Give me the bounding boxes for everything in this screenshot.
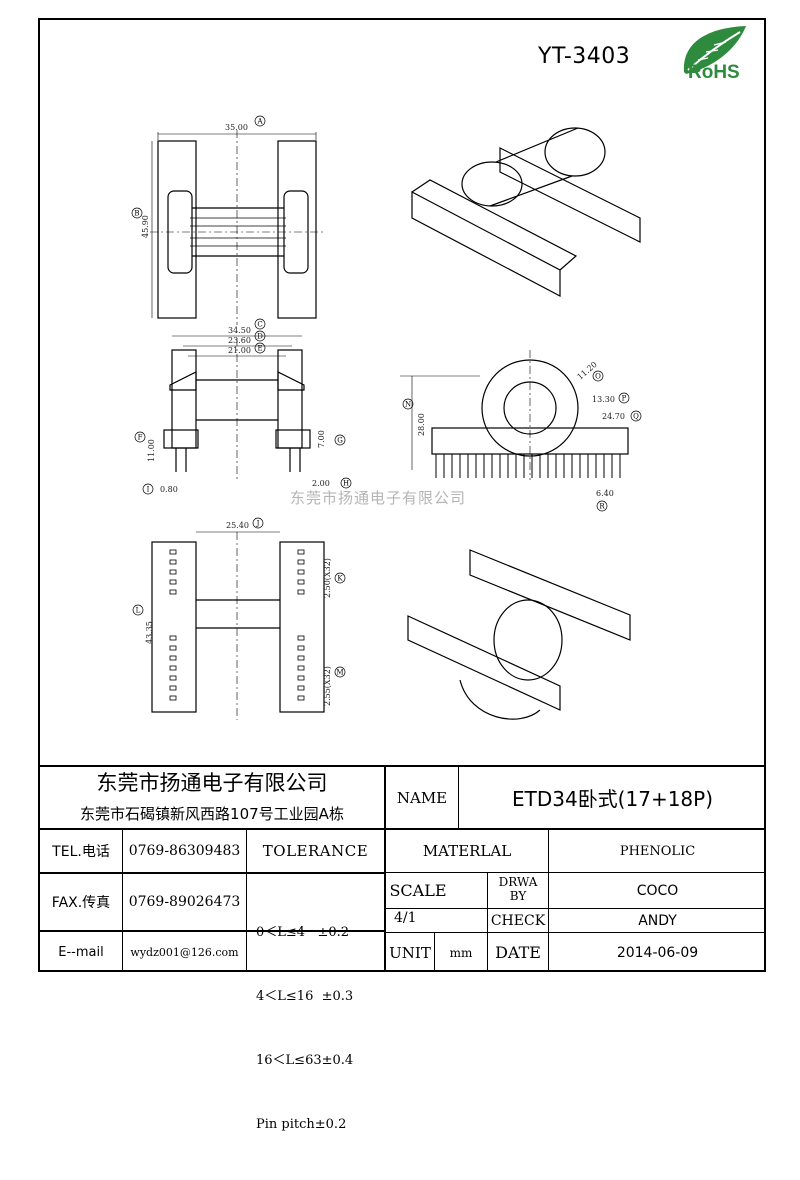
ref-r: R: [599, 503, 605, 511]
ref-i: I: [147, 486, 150, 494]
ref-e: E: [257, 345, 262, 353]
material-value: PHENOLIC: [619, 843, 696, 859]
ref-f: F: [138, 434, 143, 442]
tolerance-rows: 0＜L≤4 ±0.2 4＜L≤16 ±0.3 16＜L≤63±0.4 Pin p…: [256, 878, 353, 1180]
dim-p: 13.30: [592, 395, 615, 404]
date-value: 2014-06-09: [616, 944, 699, 961]
drawn-by-value: COCO: [636, 882, 679, 899]
pin-row-front: [435, 454, 621, 478]
dim-l: 43.35: [145, 621, 154, 644]
dim-q: 24.70: [602, 412, 625, 421]
drawn-by-label-line: DRWA: [498, 875, 538, 889]
fax-label: FAX.传真: [51, 895, 111, 911]
tolerance-row: 16＜L≤63±0.4: [256, 1053, 354, 1068]
dim-j: 25.40: [226, 521, 249, 530]
pin-pads-bottom: [169, 549, 305, 701]
dim-h: 2.00: [312, 479, 330, 488]
dim-m: 2.55(X32): [323, 666, 332, 706]
material-label: MATERLAL: [422, 842, 512, 860]
model-number: YT-3403: [538, 44, 631, 69]
check-value: ANDY: [638, 912, 677, 929]
tolerance-row: 0＜L≤4 ±0.2: [256, 925, 350, 940]
email-label: E--mail: [58, 944, 104, 960]
ref-g: G: [337, 437, 343, 445]
technical-drawing: 35.00 45.90 34.50 23.60 21.00 11.00 7.00…: [131, 115, 642, 720]
ref-k: K: [337, 575, 343, 583]
ref-j: J: [256, 520, 260, 528]
ref-m: M: [336, 669, 343, 677]
dim-k: 2.50(X32): [323, 558, 332, 598]
scale-value: 4/1: [394, 910, 417, 926]
watermark: 东莞市扬通电子有限公司: [290, 489, 467, 507]
tel-value: 0769-86309483: [128, 843, 241, 859]
scale-label: SCALE: [389, 881, 447, 900]
ref-b: B: [134, 210, 139, 218]
email-value[interactable]: wydz001@126.com: [130, 945, 239, 959]
ref-p: P: [622, 395, 627, 403]
tolerance-row: 4＜L≤16 ±0.3: [256, 989, 354, 1004]
ref-h: H: [343, 480, 349, 488]
part-name: ETD34卧式(17+18P): [511, 787, 714, 811]
drawn-by-label: DRWA BY: [488, 875, 548, 903]
ref-q: Q: [633, 413, 639, 421]
name-label: NAME: [396, 788, 448, 807]
company-address: 东莞市石碣镇新风西路107号工业园A栋: [80, 804, 344, 823]
dim-c3: 21.00: [228, 346, 251, 355]
drawn-by-label-line: BY: [509, 889, 527, 903]
tolerance-label: TOLERANCE: [262, 842, 369, 860]
unit-value: mm: [449, 945, 473, 960]
dim-n: 28.00: [417, 413, 426, 436]
ref-o: O: [595, 373, 601, 381]
dim-f: 11.00: [147, 439, 156, 462]
rohs-logo: RoHS: [676, 24, 768, 83]
unit-label: UNIT: [389, 943, 431, 962]
drawing-sheet: [38, 18, 766, 972]
ref-n: N: [405, 401, 411, 409]
tel-label: TEL.电话: [52, 844, 110, 860]
check-label: CHECK: [490, 912, 546, 929]
ref-a: A: [256, 118, 263, 126]
dim-i: 0.80: [160, 485, 178, 494]
dim-g: 7.00: [317, 430, 326, 448]
rohs-text: RoHS: [688, 62, 740, 80]
tolerance-row: Pin pitch±0.2: [256, 1117, 347, 1132]
ref-l: L: [136, 607, 141, 615]
dim-a: 35.00: [225, 123, 248, 132]
date-label: DATE: [495, 943, 541, 962]
dim-r: 6.40: [596, 489, 614, 498]
dim-c1: 34.50: [228, 326, 251, 335]
fax-value: 0769-89026473: [128, 894, 241, 910]
dim-c2: 23.60: [228, 336, 251, 345]
company-name: 东莞市扬通电子有限公司: [96, 771, 328, 795]
ref-c: C: [257, 321, 262, 329]
dim-b: 45.90: [141, 215, 150, 238]
ref-d: D: [257, 333, 263, 341]
